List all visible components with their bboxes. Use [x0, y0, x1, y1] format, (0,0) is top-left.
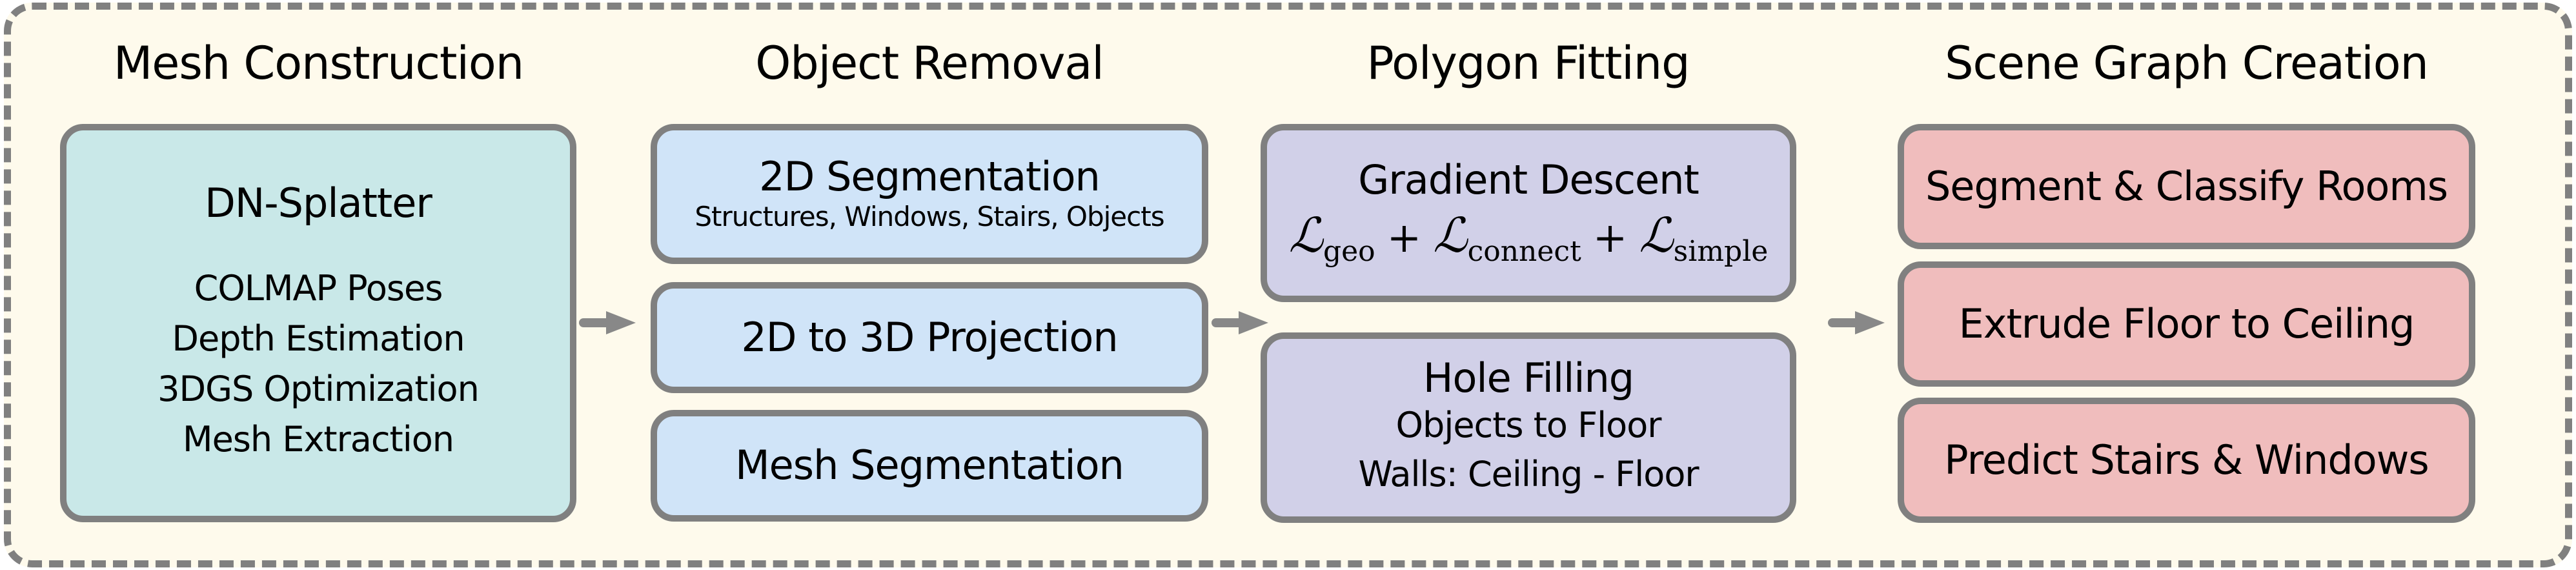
- gradient-descent-box: Gradient Descent ℒgeo+ℒconnect+ℒsimple: [1261, 124, 1796, 302]
- hole-filling-title: Hole Filling: [1423, 354, 1634, 402]
- 2d-segmentation-title: 2D Segmentation: [759, 153, 1100, 201]
- stage-title-scene-graph-creation: Scene Graph Creation: [1945, 37, 2429, 90]
- stage-title-object-removal: Object Removal: [755, 37, 1104, 90]
- plus-operator: +: [1592, 214, 1628, 262]
- dn-splatter-step: COLMAP Poses: [194, 267, 443, 309]
- hole-filling-step: Objects to Floor: [1395, 404, 1662, 445]
- gradient-descent-title: Gradient Descent: [1358, 156, 1699, 204]
- dn-splatter-step: 3DGS Optimization: [157, 368, 480, 409]
- loss-symbol: ℒ: [1639, 207, 1674, 263]
- dn-splatter-step: Mesh Extraction: [182, 418, 454, 460]
- plus-operator: +: [1386, 214, 1422, 262]
- 2d-segmentation-box: 2D Segmentation Structures, Windows, Sta…: [651, 124, 1208, 264]
- segment-classify-rooms-title: Segment & Classify Rooms: [1925, 162, 2448, 210]
- hole-filling-step: Walls: Ceiling - Floor: [1358, 453, 1699, 494]
- loss-term-geo: geo: [1323, 234, 1375, 268]
- arrow-right-icon: [1212, 311, 1268, 334]
- loss-symbol: ℒ: [1288, 207, 1323, 263]
- 2d-to-3d-projection-title: 2D to 3D Projection: [741, 313, 1118, 361]
- arrow-right-icon: [1828, 311, 1885, 334]
- dn-splatter-step: Depth Estimation: [172, 318, 465, 359]
- loss-term-connect: connect: [1467, 234, 1581, 268]
- stage-title-polygon-fitting: Polygon Fitting: [1366, 37, 1690, 90]
- 2d-segmentation-subtitle: Structures, Windows, Stairs, Objects: [695, 201, 1164, 233]
- mesh-segmentation-title: Mesh Segmentation: [735, 442, 1124, 489]
- loss-symbol: ℒ: [1433, 207, 1468, 263]
- predict-stairs-windows-box: Predict Stairs & Windows: [1898, 398, 2475, 523]
- extrude-floor-ceiling-box: Extrude Floor to Ceiling: [1898, 261, 2475, 387]
- segment-classify-rooms-box: Segment & Classify Rooms: [1898, 124, 2475, 249]
- loss-formula: ℒgeo+ℒconnect+ℒsimple: [1289, 208, 1769, 268]
- dn-splatter-title: DN-Splatter: [205, 179, 432, 227]
- loss-term-simple: simple: [1673, 234, 1769, 268]
- hole-filling-box: Hole Filling Objects to Floor Walls: Cei…: [1261, 332, 1796, 523]
- extrude-floor-ceiling-title: Extrude Floor to Ceiling: [1958, 300, 2415, 347]
- predict-stairs-windows-title: Predict Stairs & Windows: [1944, 436, 2429, 483]
- arrow-right-icon: [579, 311, 636, 334]
- 2d-to-3d-projection-box: 2D to 3D Projection: [651, 282, 1208, 393]
- dn-splatter-box: DN-Splatter COLMAP Poses Depth Estimatio…: [60, 124, 576, 522]
- stage-title-mesh-construction: Mesh Construction: [113, 37, 524, 90]
- mesh-segmentation-box: Mesh Segmentation: [651, 410, 1208, 522]
